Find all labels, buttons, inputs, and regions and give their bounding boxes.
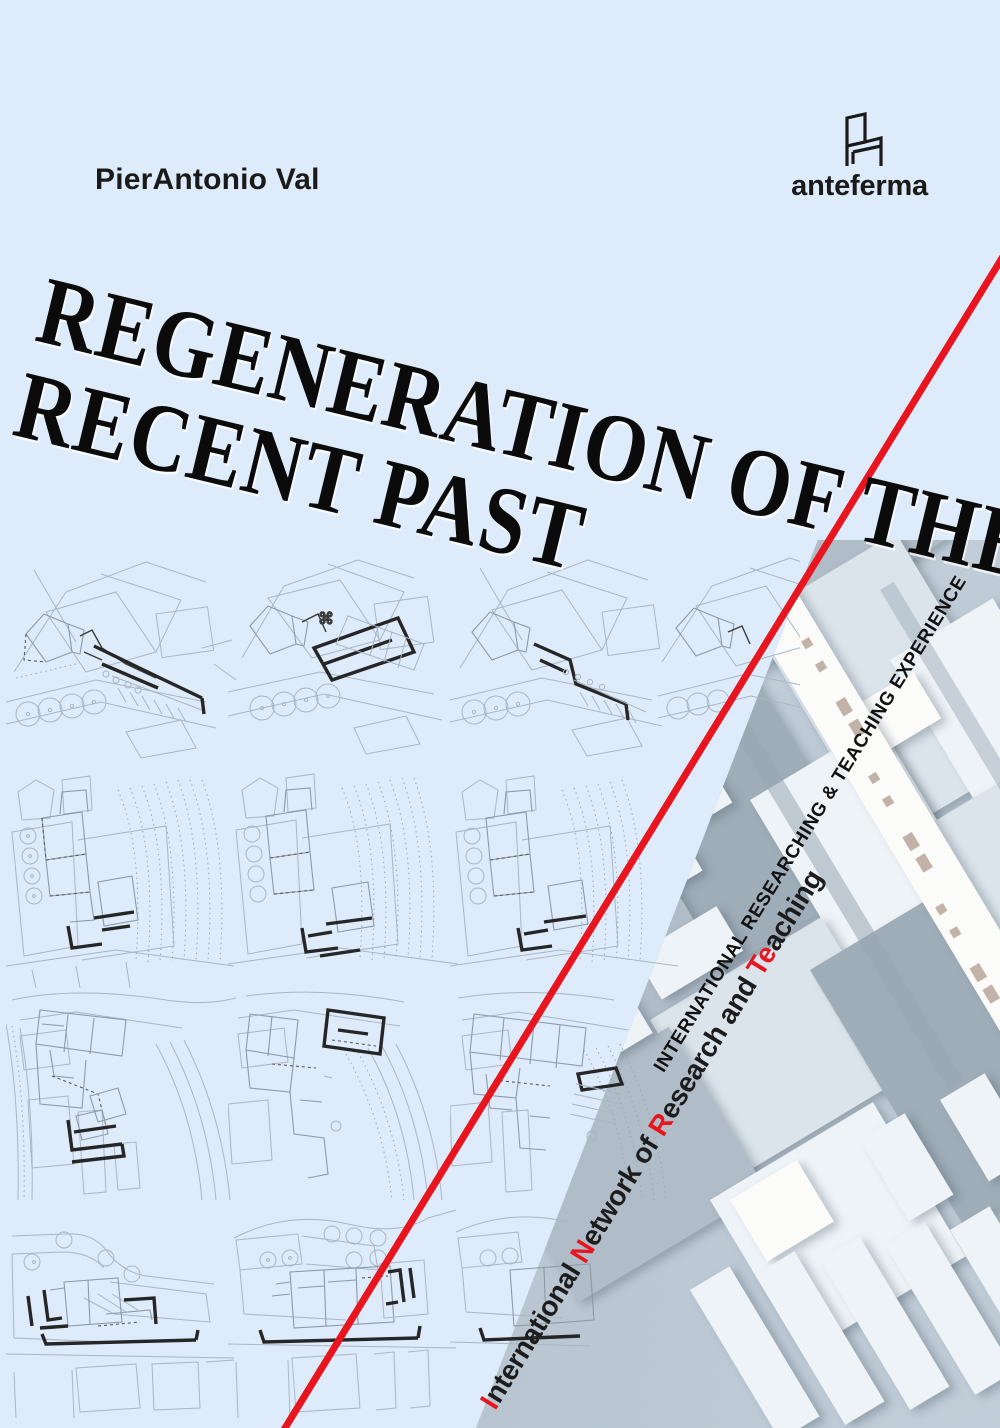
plan-thumbnail <box>450 1202 682 1420</box>
plan-thumbnail <box>450 770 682 988</box>
publisher-logo: anteferma <box>791 112 928 201</box>
plan-thumbnail <box>6 1202 238 1420</box>
plan-thumbnail <box>658 552 800 770</box>
plan-thumbnail <box>6 770 238 988</box>
plan-thumbnail: ⌘ <box>228 552 460 770</box>
svg-text:⌘: ⌘ <box>318 611 334 628</box>
publisher-name: anteferma <box>791 170 928 202</box>
plan-thumbnail <box>450 552 682 770</box>
plan-thumbnail <box>228 984 460 1202</box>
plan-thumbnail <box>6 552 238 770</box>
author-name: PierAntonio Val <box>95 163 320 196</box>
plan-thumbnail <box>228 770 460 988</box>
chair-icon <box>844 112 883 166</box>
architectural-site-plans: ⌘ <box>0 552 800 1428</box>
plan-thumbnail <box>228 1202 460 1420</box>
plan-thumbnail <box>6 984 238 1202</box>
